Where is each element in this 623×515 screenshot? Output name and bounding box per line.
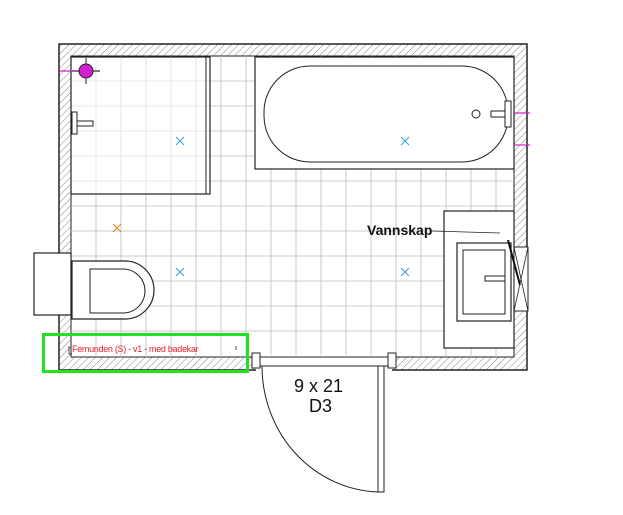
cabinet-label: Vannskap <box>367 222 433 238</box>
door-opening <box>251 352 397 371</box>
shower-tap-icon <box>71 111 94 135</box>
shower-area <box>70 56 211 195</box>
toilet <box>33 252 155 320</box>
selection-highlight <box>42 333 249 373</box>
drain-pipe-icon <box>59 58 100 84</box>
room-name-label: Femunden (S) - v1 - med badekar <box>72 344 199 354</box>
bathtub <box>254 56 530 170</box>
room-label-brackets <box>68 346 237 355</box>
sink-cabinet <box>431 210 529 349</box>
orange-marker-icon <box>112 223 122 233</box>
door-size-label: 9 x 21 <box>294 376 344 396</box>
door-id-label: D3 <box>309 396 333 416</box>
center-marker-icons <box>175 136 410 277</box>
door-swing <box>261 365 385 493</box>
